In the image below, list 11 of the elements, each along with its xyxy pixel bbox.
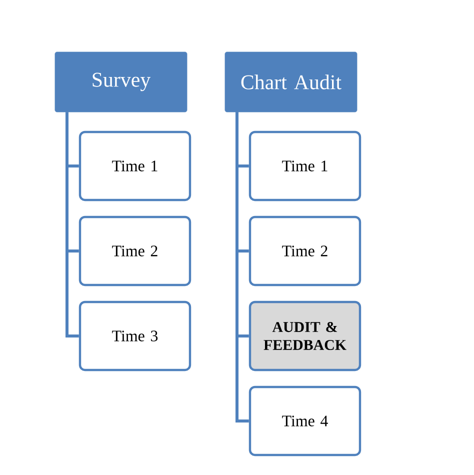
parent-box: Chart Audit <box>224 52 358 112</box>
child-box: Time 1 <box>78 130 192 202</box>
child-box: Time 2 <box>78 216 192 286</box>
child-box: Time 1 <box>248 130 362 202</box>
connector-line <box>236 112 249 422</box>
child-box: AUDIT & FEEDBACK <box>248 300 362 372</box>
parent-box: Survey <box>54 52 188 112</box>
child-box: Time 2 <box>248 216 362 286</box>
child-box: Time 3 <box>78 300 192 372</box>
connector-line <box>66 112 79 338</box>
child-box: Time 4 <box>248 386 362 456</box>
